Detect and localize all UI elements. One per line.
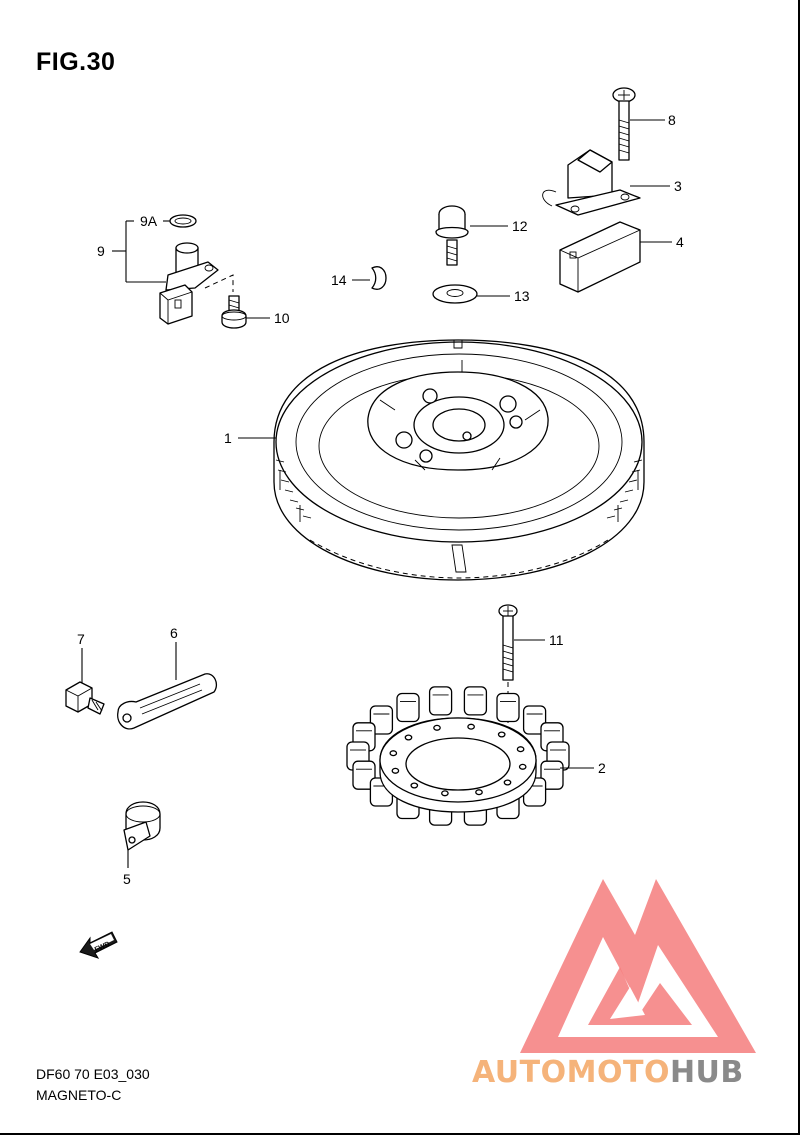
- callout-8: 8: [668, 112, 676, 128]
- callout-7: 7: [77, 631, 85, 647]
- fwd-direction-arrow: FWD: [79, 931, 118, 959]
- callout-4: 4: [676, 234, 684, 250]
- callout-10: 10: [274, 310, 290, 326]
- stator-coil-pole: [522, 705, 547, 735]
- diagram-section-name: MAGNETO-C: [36, 1087, 122, 1103]
- callout-9a: 9A: [140, 213, 158, 229]
- stator-coil-pole: [540, 760, 564, 790]
- figure-title: FIG.30: [36, 48, 116, 76]
- stator-mount-hole: [516, 746, 525, 753]
- part-14-key: [371, 266, 387, 290]
- stator-coil-pole: [369, 705, 394, 735]
- stator-mount-hole: [497, 731, 506, 738]
- part-3-holder: [542, 149, 641, 216]
- stator-mount-hole: [518, 763, 527, 770]
- stator-mount-hole: [389, 750, 398, 757]
- stator-mount-hole: [404, 734, 413, 741]
- part-9a-o-ring: [169, 214, 197, 228]
- callout-5: 5: [123, 871, 131, 887]
- callout-1: 1: [224, 430, 232, 446]
- callout-2: 2: [598, 760, 606, 776]
- part-13-washer: [432, 284, 478, 304]
- part-8-screw: [612, 87, 636, 161]
- part-4-block: [559, 221, 641, 293]
- stator-mount-hole: [467, 723, 475, 730]
- stator-mount-hole: [433, 724, 441, 731]
- part-2-stator: [346, 686, 570, 826]
- stator-coil-pole: [496, 692, 520, 723]
- callout-12: 12: [512, 218, 528, 234]
- part-11-screw: [498, 604, 518, 740]
- stator-mount-hole: [503, 779, 512, 786]
- stator-mount-hole: [475, 789, 483, 796]
- callout-14: 14: [331, 272, 347, 288]
- stator-coil-pole: [428, 686, 453, 716]
- stator-coil-pole: [463, 686, 488, 716]
- diagram-code: DF60 70 E03_030: [36, 1066, 150, 1082]
- part-10-bolt: [221, 295, 247, 329]
- stator-mount-hole: [391, 767, 400, 774]
- logo-text-automoto: AUTOMOTOHUB: [472, 1055, 744, 1090]
- callout-9: 9: [97, 243, 105, 259]
- stator-coil-pole: [352, 760, 376, 790]
- callout-13: 13: [514, 288, 530, 304]
- callout-3: 3: [674, 178, 682, 194]
- part-6-strap: [117, 673, 218, 730]
- stator-mount-hole: [410, 782, 419, 789]
- triangle-logo-icon: [520, 879, 756, 1053]
- callout-6: 6: [170, 625, 178, 641]
- part-9-pulser-sensor: [159, 242, 219, 325]
- automotohub-watermark-logo: AUTOMOTOHUB: [472, 879, 756, 1090]
- part-12-bolt: [435, 205, 469, 266]
- part-7-bolt: [65, 681, 105, 715]
- part-1-flywheel-rotor: [273, 339, 645, 581]
- part-5-clamp: [123, 801, 161, 851]
- callout-11: 11: [549, 632, 564, 648]
- stator-mount-hole: [441, 790, 449, 797]
- stator-coil-pole: [396, 692, 420, 723]
